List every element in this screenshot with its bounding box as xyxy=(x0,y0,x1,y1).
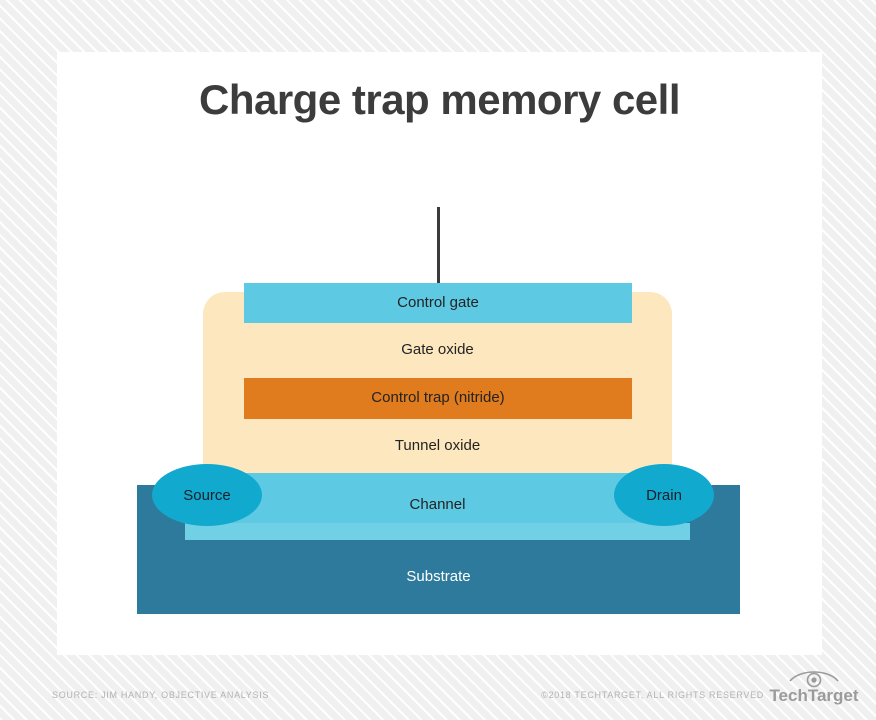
channel-layer-extension xyxy=(185,523,690,540)
content-card: Charge trap memory cell Control gate Gat… xyxy=(57,52,822,655)
label-control-gate: Control gate xyxy=(397,294,479,311)
techtarget-logo: TechTarget xyxy=(766,668,862,708)
label-tunnel-oxide: Tunnel oxide xyxy=(394,437,481,454)
nitride-trap-layer xyxy=(244,378,632,419)
control-gate-layer xyxy=(244,283,632,323)
page-title: Charge trap memory cell xyxy=(198,76,681,123)
label-substrate: Substrate xyxy=(406,568,471,585)
brand-wordmark: TechTarget xyxy=(769,686,859,705)
label-control-trap-nitride: Control trap (nitride) xyxy=(371,389,505,406)
label-gate-oxide: Gate oxide xyxy=(401,341,474,358)
source-credit: SOURCE: JIM HANDY, OBJECTIVE ANALYSIS xyxy=(52,690,270,700)
copyright-notice: ©2018 TECHTARGET, ALL RIGHTS RESERVED xyxy=(541,690,764,700)
charge-trap-cell-diagram: Control gate Gate oxide Control trap (ni… xyxy=(57,52,822,655)
label-channel: Channel xyxy=(409,496,466,513)
drain-terminal: Drain xyxy=(614,464,714,526)
eye-icon xyxy=(789,671,839,688)
gate-contact-line xyxy=(437,207,440,287)
source-terminal: Source xyxy=(152,464,262,526)
